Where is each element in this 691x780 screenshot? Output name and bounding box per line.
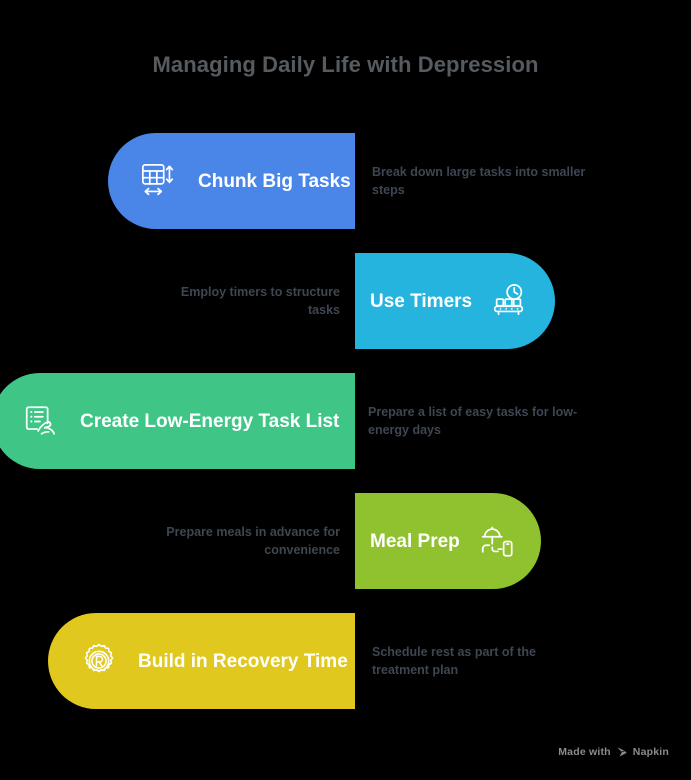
description-meal-prep: Prepare meals in advance for convenience [166,524,340,557]
pill-chunk-big-tasks[interactable]: Chunk Big Tasks [108,133,355,229]
food-cloche-phone-icon [476,520,518,562]
clock-conveyor-icon [488,280,530,322]
pill-build-in-recovery-time[interactable]: Build in Recovery Time [48,613,355,709]
watermark-brand-label: Napkin [632,746,669,758]
pill-label: Create Low-Energy Task List [80,410,340,432]
description-create-low-energy-task-list: Prepare a list of easy tasks for low-ene… [368,404,578,437]
description-use-timers: Employ timers to structure tasks [180,284,340,317]
pill-label: Build in Recovery Time [138,650,348,672]
watermark-made-with-label: Made with [558,746,611,758]
recovery-badge-icon [78,640,120,682]
row-chunk-big-tasks: Chunk Big Tasks Break down large tasks i… [0,133,691,229]
napkin-watermark: Made with Napkin [558,746,669,758]
row-create-low-energy-task-list: Create Low-Energy Task List Prepare a li… [0,373,691,469]
pill-label: Meal Prep [370,530,460,552]
row-use-timers: Use Timers Employ timers to [0,253,691,349]
row-build-in-recovery-time: Build in Recovery Time Schedule rest as … [0,613,691,709]
pill-use-timers[interactable]: Use Timers [355,253,555,349]
page-title: Managing Daily Life with Depression [152,52,539,77]
pill-label: Use Timers [370,290,473,312]
pill-label: Chunk Big Tasks [198,170,351,192]
napkin-logo-icon [616,746,628,758]
hand-writing-list-icon [20,400,62,442]
description-chunk-big-tasks: Break down large tasks into smaller step… [372,164,586,197]
row-meal-prep: Meal Prep Prepare meals in advance for c… [0,493,691,589]
description-build-in-recovery-time: Schedule rest as part of the treatment p… [372,644,536,677]
resize-grid-icon [138,160,180,202]
pill-meal-prep[interactable]: Meal Prep [355,493,541,589]
pill-create-low-energy-task-list[interactable]: Create Low-Energy Task List [0,373,355,469]
